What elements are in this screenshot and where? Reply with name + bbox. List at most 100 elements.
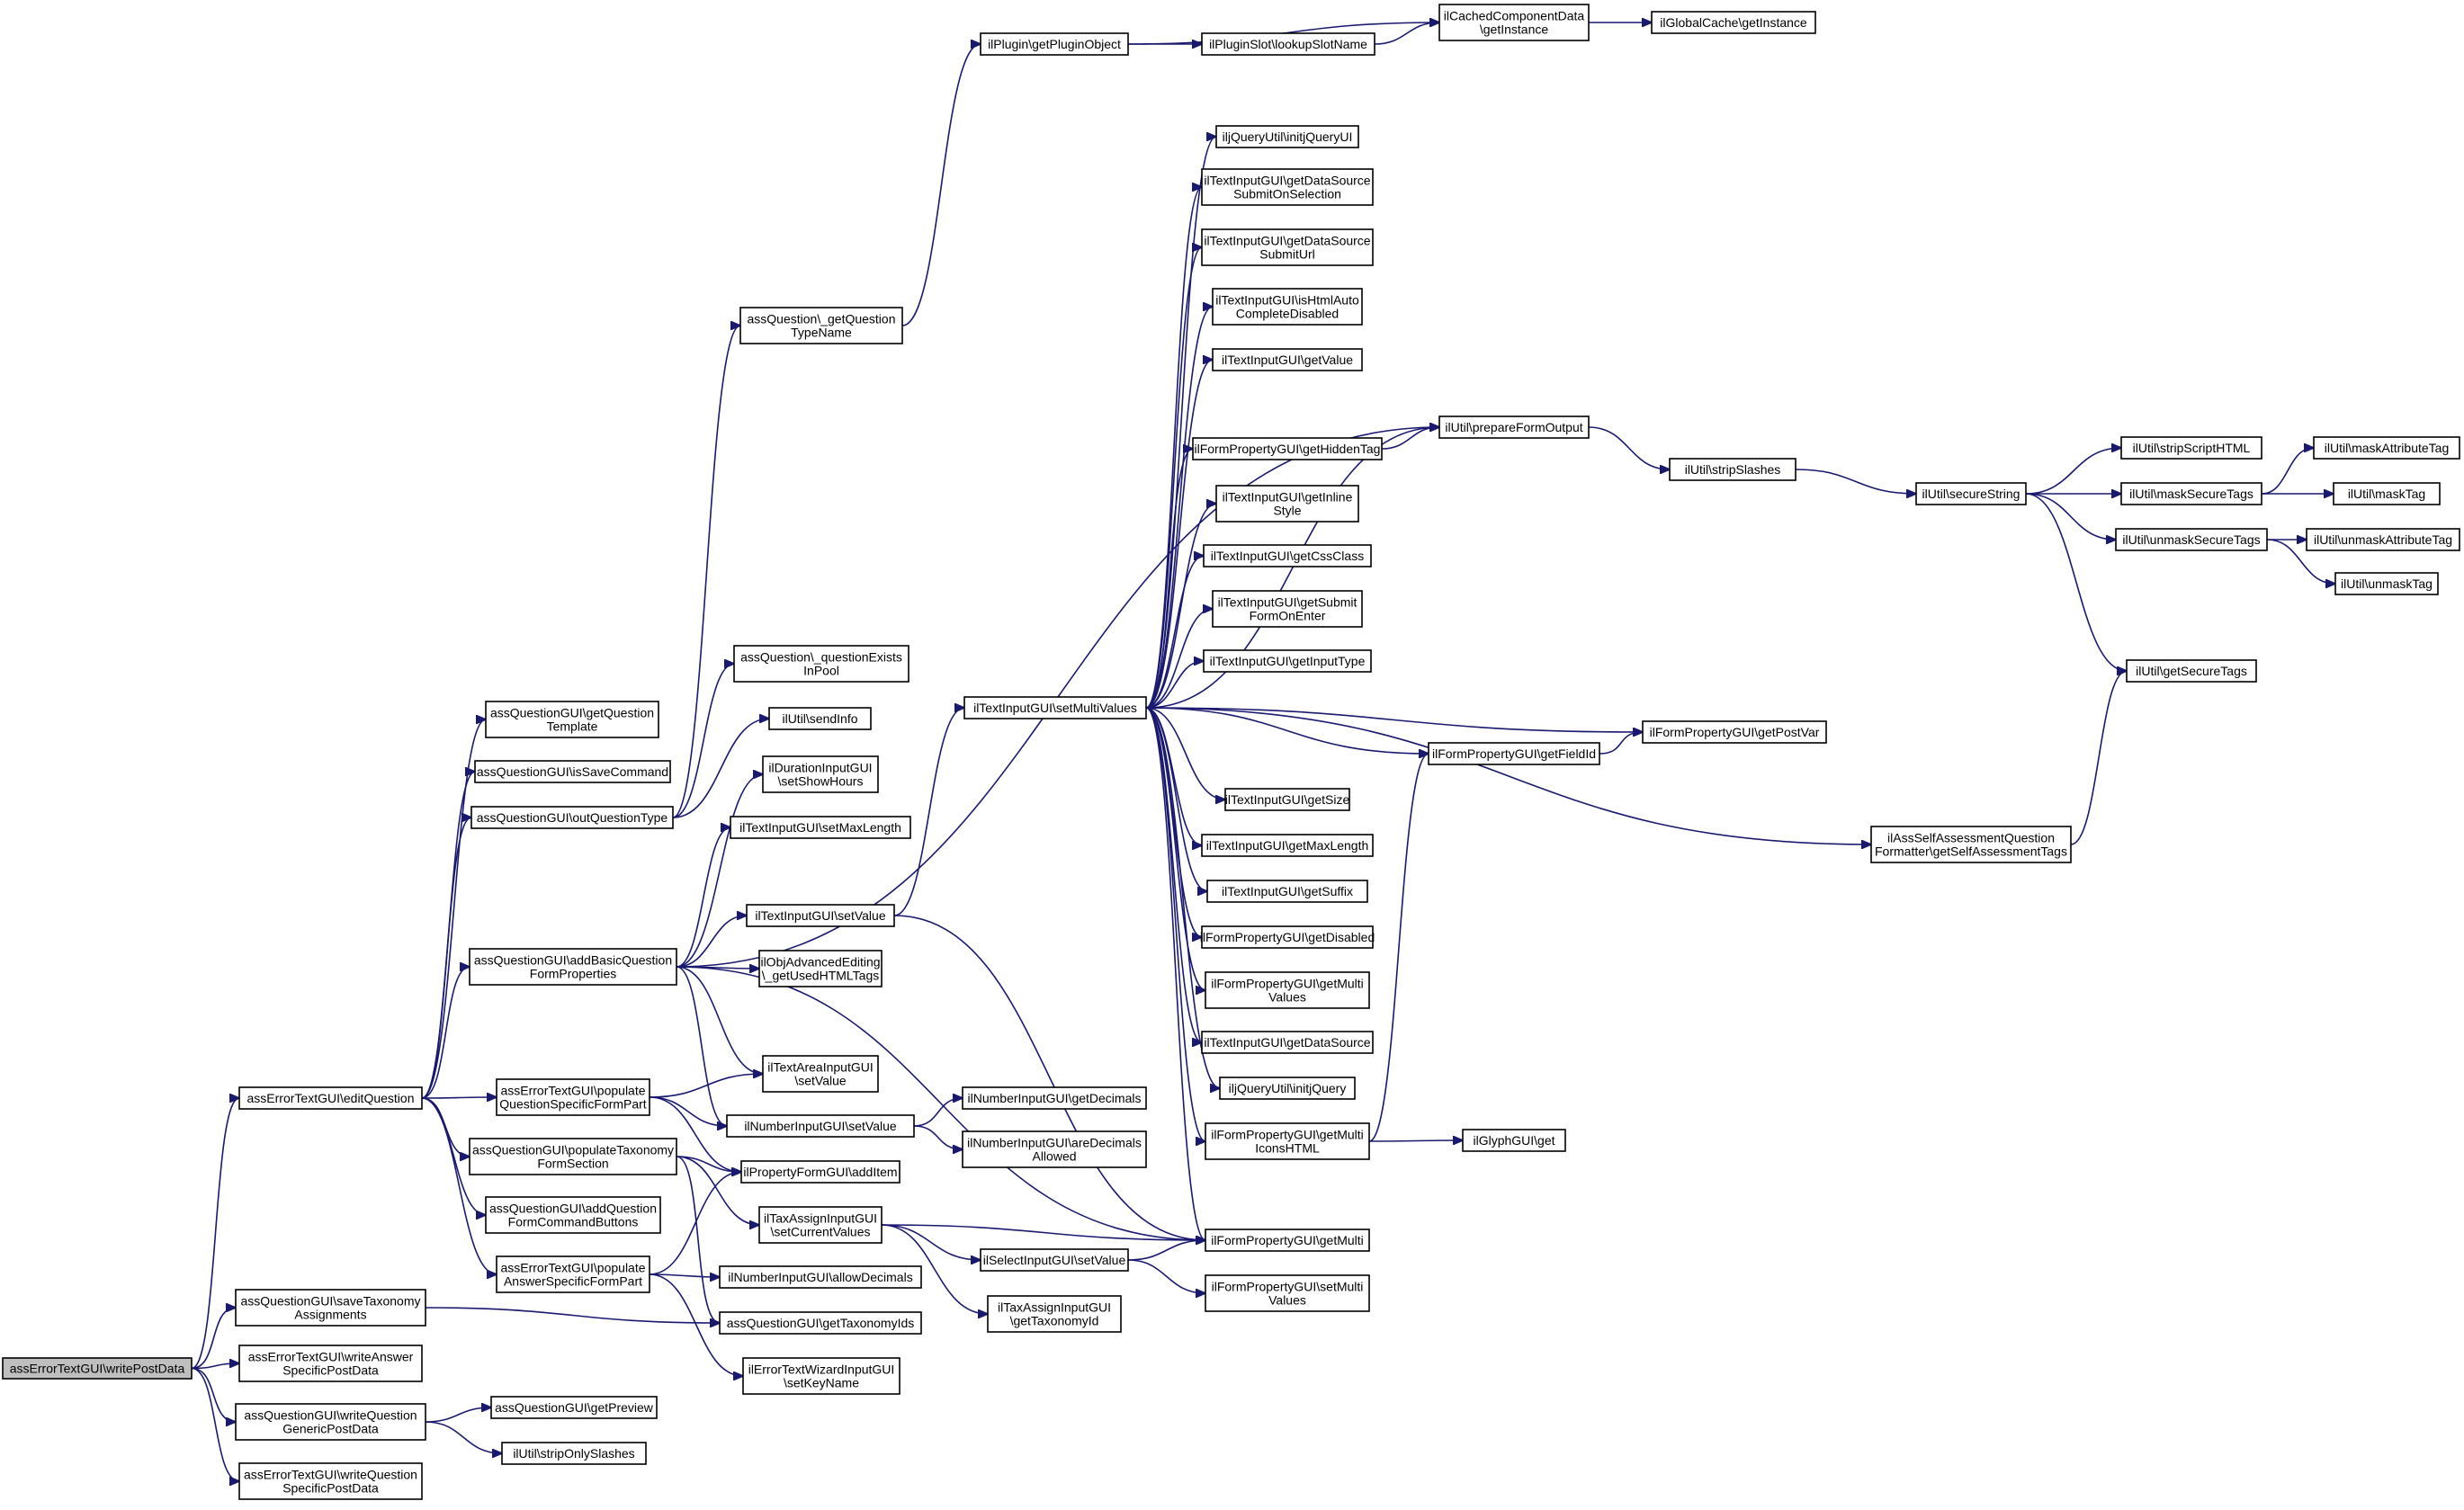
edge-set-multi-to-css-class	[1145, 556, 1204, 709]
edge-edit-to-pop-aspec	[421, 1097, 497, 1274]
edge-write-gen-to-get-preview	[425, 1407, 491, 1423]
node-box	[733, 645, 909, 683]
graph-node-get-value[interactable]: ilTextInputGUI\getValue	[1212, 348, 1363, 371]
node-label: assQuestionGUI\getPreview	[495, 1400, 654, 1415]
graph-node-jq-ui[interactable]: iljQueryUtil\initjQueryUI	[1215, 125, 1359, 148]
graph-node-out-qtype[interactable]: assQuestionGUI\outQuestionType	[470, 806, 674, 829]
node-label: ilUtil\stripScriptHTML	[2133, 441, 2251, 455]
edge-strip-slashes-to-secure	[1795, 469, 1916, 494]
graph-node-num-set-value[interactable]: ilNumberInputGUI\setValue	[726, 1114, 915, 1138]
graph-node-get-max-len[interactable]: ilTextInputGUI\getMaxLength	[1201, 834, 1374, 857]
graph-node-get-plugin[interactable]: ilPlugin\getPluginObject	[980, 32, 1129, 56]
edge-set-multi-to-self-assess	[1145, 707, 1871, 844]
graph-node-root[interactable]: assErrorTextGUI\writePostData	[2, 1357, 193, 1380]
node-label: ilFormPropertyGUI\getMulti	[1211, 1128, 1364, 1142]
graph-node-pop-tax[interactable]: assQuestionGUI\populateTaxonomyFormSecti…	[469, 1138, 677, 1175]
graph-node-self-assess[interactable]: ilAssSelfAssessmentQuestionFormatter\get…	[1870, 826, 2072, 863]
graph-node-get-disabled[interactable]: ilFormPropertyGUI\getDisabled	[1200, 925, 1375, 949]
graph-node-secure[interactable]: ilUtil\secureString	[1915, 482, 2027, 505]
graph-node-unmask-secure[interactable]: ilUtil\unmaskSecureTags	[2115, 528, 2268, 551]
graph-node-get-tax-ids[interactable]: assQuestionGUI\getTaxonomyIds	[719, 1311, 922, 1335]
graph-node-get-preview[interactable]: assQuestionGUI\getPreview	[490, 1396, 658, 1419]
graph-node-write-ans[interactable]: assErrorTextGUI\writeAnswerSpecificPostD…	[238, 1345, 423, 1382]
graph-node-write-spec[interactable]: assErrorTextGUI\writeQuestionSpecificPos…	[238, 1462, 423, 1500]
graph-node-used-html[interactable]: ilObjAdvancedEditing\_getUsedHTMLTags	[758, 950, 883, 987]
graph-node-pop-qspec[interactable]: assErrorTextGUI\populateQuestionSpecific…	[496, 1078, 650, 1116]
graph-node-edit[interactable]: assErrorTextGUI\editQuestion	[238, 1086, 423, 1110]
graph-node-dur-hours[interactable]: ilDurationInputGUI\setShowHours	[762, 755, 879, 793]
graph-node-set-multi[interactable]: ilTextInputGUI\setMultiValues	[963, 696, 1147, 719]
graph-node-add-cmd[interactable]: assQuestionGUI\addQuestionFormCommandBut…	[485, 1196, 661, 1234]
node-label: assErrorTextGUI\writeQuestion	[244, 1468, 417, 1482]
graph-node-wiz-key[interactable]: ilErrorTextWizardInputGUI\setKeyName	[742, 1357, 900, 1395]
graph-node-send-info[interactable]: ilUtil\sendInfo	[768, 707, 872, 730]
node-label: ilUtil\prepareFormOutput	[1445, 420, 1582, 434]
graph-node-html-auto[interactable]: ilTextInputGUI\isHtmlAutoCompleteDisable…	[1212, 288, 1363, 326]
graph-node-strip-slashes[interactable]: ilUtil\stripSlashes	[1669, 458, 1796, 481]
graph-node-get-secure[interactable]: ilUtil\getSecureTags	[2126, 659, 2257, 683]
graph-node-num-get-dec[interactable]: ilNumberInputGUI\getDecimals	[962, 1086, 1147, 1110]
graph-node-get-post-var[interactable]: ilFormPropertyGUI\getPostVar	[1642, 720, 1827, 744]
graph-node-input-type[interactable]: ilTextInputGUI\getInputType	[1203, 649, 1372, 673]
node-box	[1224, 788, 1350, 811]
node-box	[1215, 125, 1359, 148]
graph-node-mask-attr[interactable]: ilUtil\maskAttributeTag	[2313, 436, 2460, 460]
node-box	[1462, 1129, 1566, 1152]
node-box	[469, 948, 677, 986]
node-label: FormProperties	[530, 967, 616, 981]
graph-node-ta-set-value[interactable]: ilTextAreaInputGUI\setValue	[762, 1055, 879, 1093]
graph-node-get-field-id[interactable]: ilFormPropertyGUI\getFieldId	[1428, 742, 1600, 765]
graph-node-ds-sub-sel[interactable]: ilTextInputGUI\getDataSourceSubmitOnSele…	[1201, 168, 1374, 206]
graph-node-get-size[interactable]: ilTextInputGUI\getSize	[1224, 788, 1350, 811]
graph-node-unmask-attr[interactable]: ilUtil\unmaskAttributeTag	[2306, 528, 2460, 551]
graph-node-unmask-tag[interactable]: ilUtil\unmaskTag	[2334, 572, 2439, 595]
graph-node-ti-set-value[interactable]: ilTextInputGUI\setValue	[746, 904, 895, 927]
graph-node-add-basic[interactable]: assQuestionGUI\addBasicQuestionFormPrope…	[469, 948, 677, 986]
node-label: ilObjAdvancedEditing	[760, 955, 880, 969]
graph-node-glob-cache[interactable]: ilGlobalCache\getInstance	[1651, 11, 1816, 34]
graph-node-get-multi[interactable]: ilFormPropertyGUI\getMulti	[1205, 1229, 1370, 1252]
graph-node-sel-set-value[interactable]: ilSelectInputGUI\setValue	[980, 1248, 1129, 1272]
graph-node-mask-secure[interactable]: ilUtil\maskSecureTags	[2120, 482, 2262, 505]
graph-node-strip-only[interactable]: ilUtil\stripOnlySlashes	[501, 1442, 647, 1465]
graph-node-allow-dec[interactable]: ilNumberInputGUI\allowDecimals	[719, 1265, 922, 1289]
graph-node-set-multi-val[interactable]: ilFormPropertyGUI\setMultiValues	[1205, 1274, 1370, 1312]
graph-node-get-ds[interactable]: ilTextInputGUI\getDataSource	[1201, 1031, 1374, 1054]
node-box	[1205, 1229, 1370, 1252]
graph-node-lookup-slot[interactable]: ilPluginSlot\lookupSlotName	[1201, 32, 1375, 56]
graph-node-add-item[interactable]: ilPropertyFormGUI\addItem	[740, 1160, 900, 1184]
edge-out-qtype-to-get-qtype-name	[672, 326, 740, 818]
graph-node-is-save[interactable]: assQuestionGUI\isSaveCommand	[474, 760, 671, 783]
node-box	[238, 1345, 423, 1382]
graph-node-hidden-tag[interactable]: ilFormPropertyGUI\getHiddenTag	[1192, 437, 1383, 460]
node-box	[2115, 528, 2268, 551]
node-label: \getTaxonomyId	[1010, 1314, 1099, 1328]
graph-node-set-max-len[interactable]: ilTextInputGUI\setMaxLength	[730, 816, 911, 839]
graph-node-jq[interactable]: iljQueryUtil\initjQuery	[1219, 1077, 1356, 1100]
graph-node-prep-form[interactable]: ilUtil\prepareFormOutput	[1438, 415, 1590, 439]
node-box	[2313, 436, 2460, 460]
graph-node-get-suffix[interactable]: ilTextInputGUI\getSuffix	[1206, 880, 1368, 903]
graph-node-cache-inst[interactable]: ilCachedComponentData\getInstance	[1438, 4, 1590, 41]
node-box	[962, 1130, 1147, 1168]
edge-num-set-value-to-num-get-dec	[913, 1098, 963, 1127]
graph-node-mask-tag[interactable]: ilUtil\maskTag	[2333, 482, 2441, 505]
graph-node-strip-script[interactable]: ilUtil\stripScriptHTML	[2120, 436, 2262, 460]
graph-node-pop-aspec[interactable]: assErrorTextGUI\populateAnswerSpecificFo…	[496, 1255, 650, 1293]
graph-node-glyph[interactable]: ilGlyphGUI\get	[1462, 1129, 1566, 1152]
node-label: GenericPostData	[282, 1422, 379, 1436]
graph-node-tax-set-cur[interactable]: ilTaxAssignInputGUI\setCurrentValues	[758, 1206, 883, 1244]
graph-node-tax-get-id[interactable]: ilTaxAssignInputGUI\getTaxonomyId	[987, 1295, 1122, 1333]
graph-node-css-class[interactable]: ilTextInputGUI\getCssClass	[1203, 544, 1372, 567]
graph-node-write-gen[interactable]: assQuestionGUI\writeQuestionGenericPostD…	[235, 1403, 426, 1441]
